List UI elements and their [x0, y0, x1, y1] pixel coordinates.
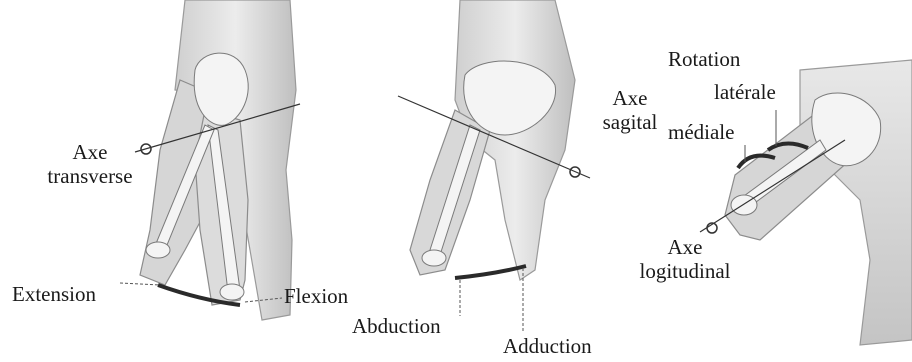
abduction-label: Abduction	[352, 314, 441, 338]
axis-word: Axe	[630, 235, 740, 259]
axis-type: logitudinal	[630, 259, 740, 283]
axe-label-longitudinal: Axe logitudinal	[630, 235, 740, 283]
knee-1b	[146, 242, 170, 258]
knee-1a	[220, 284, 244, 300]
axis-word: Axe	[40, 140, 140, 164]
flexion-label: Flexion	[284, 284, 348, 308]
axis-type: transverse	[40, 164, 140, 188]
axis-type: sagital	[590, 110, 670, 134]
rotation-lateral-label: latérale	[714, 80, 776, 104]
knee-2	[422, 250, 446, 266]
rotation-title: Rotation	[668, 47, 740, 71]
axe-label-transverse: Axe transverse	[40, 140, 140, 188]
rotation-medial-label: médiale	[668, 120, 734, 144]
abduction-adduction-arc	[455, 266, 526, 278]
axis-word: Axe	[590, 86, 670, 110]
panel-abduction-adduction	[398, 0, 590, 332]
extension-leader	[120, 283, 160, 285]
axe-label-sagital: Axe sagital	[590, 86, 670, 134]
adduction-label: Adduction	[503, 334, 592, 358]
extension-label: Extension	[12, 282, 96, 306]
panel-flexion-extension	[120, 0, 300, 320]
